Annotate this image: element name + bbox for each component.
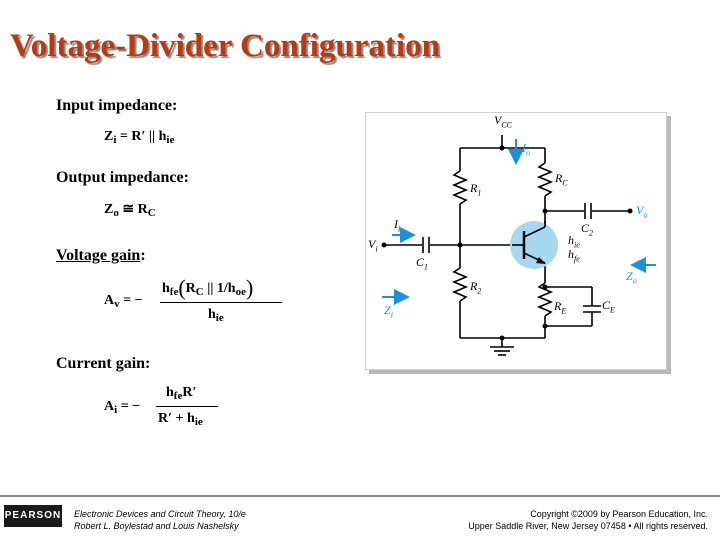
current-gain-equation: Ai = − hfeR′ R′ + hie <box>104 385 244 435</box>
input-impedance-equation: Zi = R′ || hie <box>104 129 175 146</box>
current-arrows <box>382 139 656 305</box>
current-gain-fraction-bar <box>156 406 218 407</box>
current-gain-denominator: R′ + hie <box>158 411 203 428</box>
label-ii: Ii <box>394 217 401 234</box>
output-impedance-heading: Output impedance: <box>56 169 189 186</box>
label-zi: Zi <box>384 303 393 320</box>
voltage-gain-heading: Voltage gain: <box>56 247 146 264</box>
voltage-gain-denominator: hie <box>208 307 224 324</box>
current-gain-numerator: hfeR′ <box>166 385 197 402</box>
label-vi: Vi <box>368 237 378 254</box>
footer-copyright: Copyright ©2009 by Pearson Education, In… <box>468 509 708 531</box>
circuit-svg <box>381 135 656 356</box>
label-vcc: VCC <box>494 113 513 130</box>
label-r2: R2 <box>470 279 482 296</box>
label-hfe: hfe <box>568 247 580 264</box>
transistor-icon <box>510 221 558 269</box>
circuit-nodes <box>381 145 633 341</box>
current-gain-heading: Current gain: <box>56 355 151 372</box>
label-io: Io <box>522 141 530 158</box>
label-c2: C2 <box>581 221 594 238</box>
label-re: RE <box>554 299 567 316</box>
voltage-gain-fraction-bar <box>160 302 282 303</box>
label-r1: R1 <box>470 181 482 198</box>
input-impedance-heading: Input impedance: <box>56 97 178 114</box>
circuit-diagram: VCC Io RC R1 R2 RE CE C1 C2 Ii Vi Vo Zi … <box>365 112 667 370</box>
label-vo: Vo <box>636 203 648 220</box>
slide-title: Voltage-Divider Configuration <box>10 28 440 64</box>
label-c1: C1 <box>416 255 429 272</box>
footer-book-info: Electronic Devices and Circuit Theory, 1… <box>74 509 246 531</box>
label-zo: Zo <box>626 269 637 286</box>
circuit-wires <box>384 135 630 356</box>
label-ce: CE <box>602 298 615 315</box>
voltage-gain-equation: Av = − hfe(RC || 1/hoe) hie <box>104 275 304 335</box>
footer-divider <box>0 495 720 497</box>
voltage-gain-numerator: hfe(RC || 1/hoe) <box>162 275 254 300</box>
output-impedance-equation: Zo ≅ RC <box>104 202 156 219</box>
label-hie: hie <box>568 233 580 250</box>
pearson-logo: PEARSON <box>4 505 62 527</box>
label-rc: RC <box>555 171 568 188</box>
